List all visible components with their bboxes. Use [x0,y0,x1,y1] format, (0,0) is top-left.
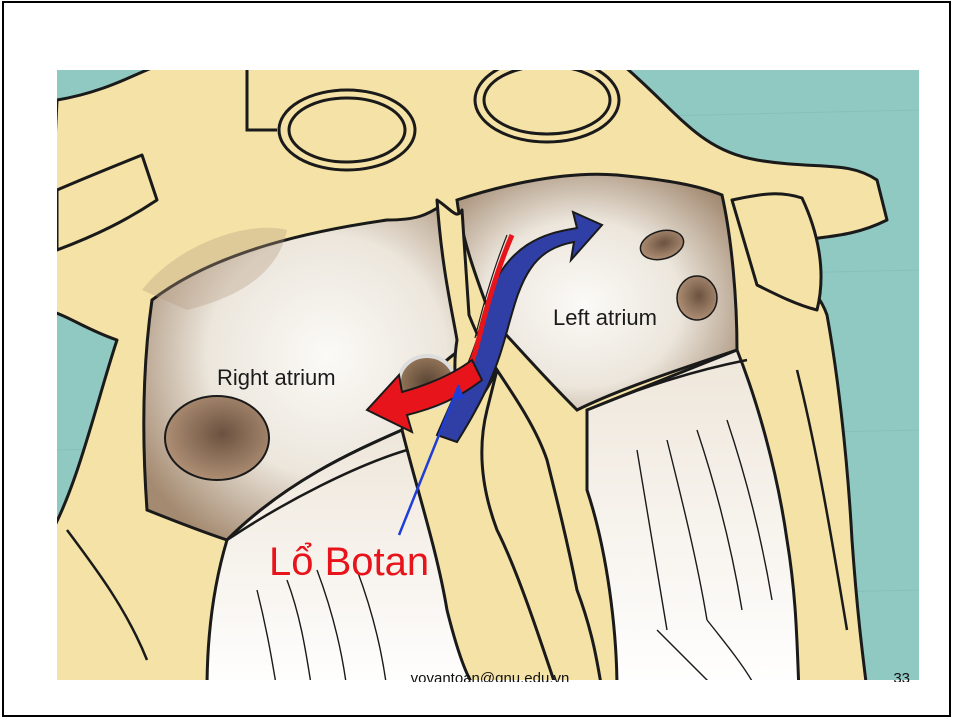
pulmonary-vein-opening-2 [677,276,717,320]
vena-cava-opening [165,396,269,480]
footer-page-number: 33 [880,672,910,682]
botan-callout: Lổ Botan [269,540,429,584]
left-atrium-label: Left atrium [553,305,657,330]
footer-email: vovantoan@qnu.edu.vn [370,672,610,682]
right-atrium-label: Right atrium [217,365,336,390]
heart-diagram-svg: Right atrium Left atrium Lổ Botan [57,70,919,680]
heart-illustration: Right atrium Left atrium Lổ Botan [57,70,919,680]
